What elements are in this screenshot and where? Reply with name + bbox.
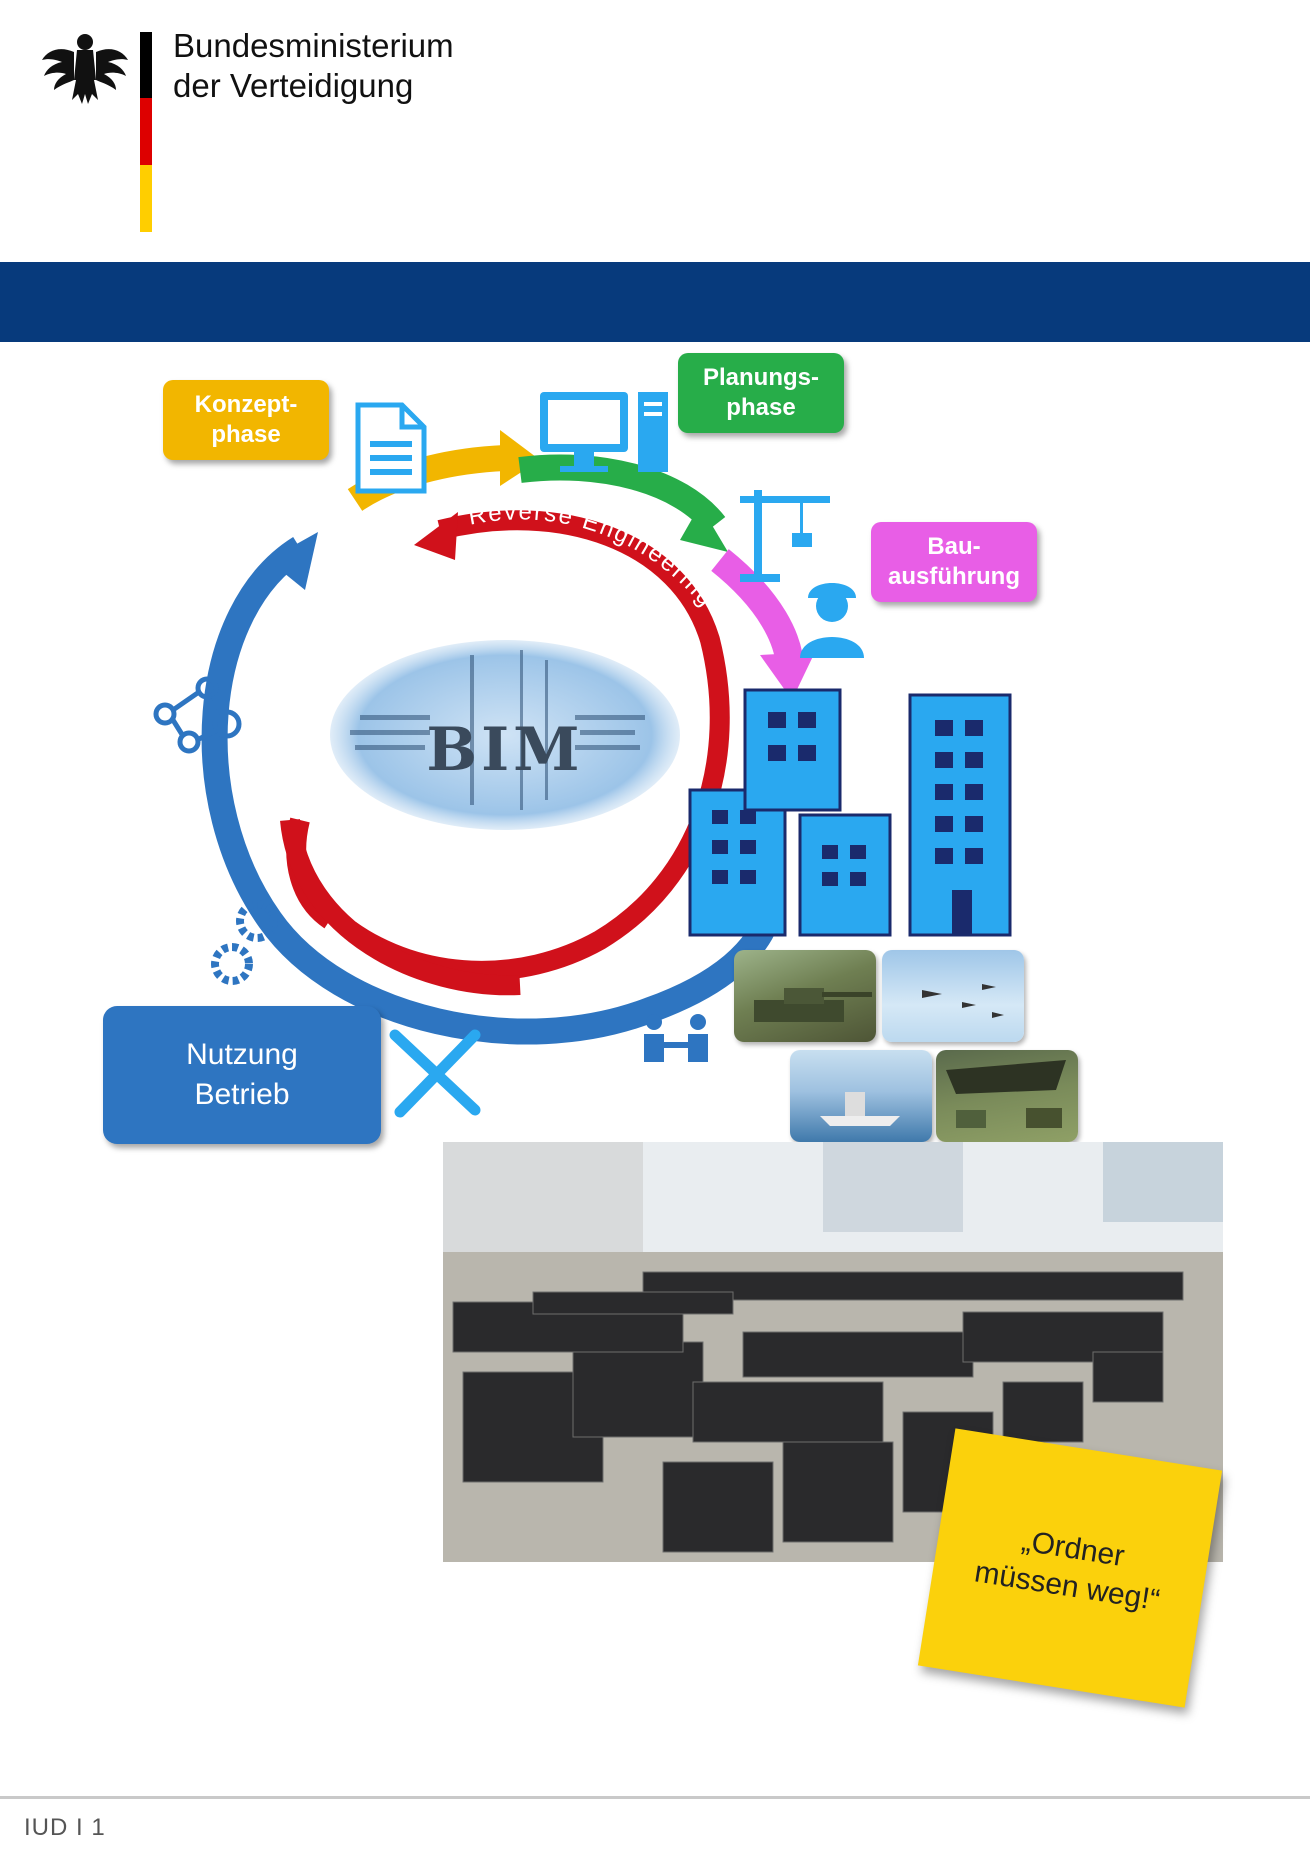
team-icon	[644, 1014, 708, 1062]
gears-icon	[211, 900, 278, 985]
computer-icon	[540, 392, 668, 472]
reverse-arc-lower	[280, 818, 521, 996]
aircraft-hangar-photo	[936, 1050, 1078, 1142]
planungsphase-label: Planungs- phase	[678, 353, 844, 433]
nutzung-arc	[201, 536, 783, 1045]
document-icon	[355, 402, 427, 494]
tank-photo	[734, 950, 876, 1042]
bim-lifecycle-diagram: Reverse Engineering BIM	[153, 392, 1012, 1118]
german-flag-stripe	[140, 32, 152, 232]
konzeptphase-label: Konzept- phase	[163, 380, 329, 460]
bim-center-image	[330, 640, 680, 830]
tools-icon	[389, 1029, 481, 1118]
bim-label: BIM	[426, 715, 583, 785]
bauausfuehrung-label: Bau- ausführung	[871, 522, 1037, 602]
aircraft-photo	[882, 950, 1024, 1042]
crane-icon	[740, 490, 830, 582]
nutzung-betrieb-label: Nutzung Betrieb	[103, 1006, 381, 1144]
sticky-note: „Ordner müssen weg!“	[917, 1428, 1223, 1708]
nutzung-arrow-head	[268, 532, 318, 590]
title-bar	[0, 262, 1310, 342]
reverse-arrow-head	[414, 512, 458, 560]
sticky-note-text: „Ordner müssen weg!“	[972, 1524, 1162, 1618]
ministry-name: Bundesministerium der Verteidigung	[173, 26, 454, 106]
ministry-line-2: der Verteidigung	[173, 67, 414, 104]
footer-divider	[0, 1796, 1310, 1799]
ministry-line-1: Bundesministerium	[173, 27, 454, 64]
buildings-icon	[688, 688, 1012, 937]
network-icon	[153, 676, 242, 754]
footer-label: IUD I 1	[24, 1814, 106, 1841]
ship-photo	[790, 1050, 932, 1142]
federal-eagle-icon	[40, 28, 130, 108]
worker-icon	[800, 583, 864, 658]
